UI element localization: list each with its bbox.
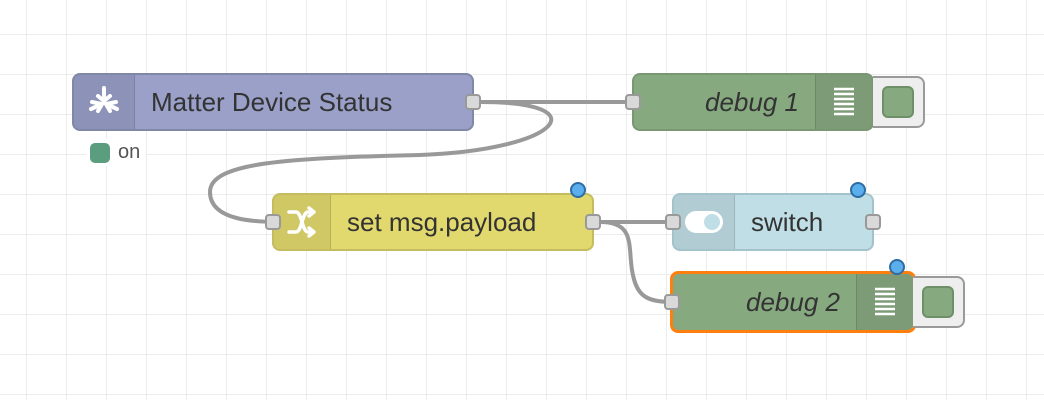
output-port[interactable] bbox=[865, 214, 881, 230]
input-port[interactable] bbox=[664, 294, 680, 310]
node-label: set msg.payload bbox=[347, 206, 537, 237]
node-label: debug 1 bbox=[705, 86, 799, 117]
shuffle-icon bbox=[274, 195, 331, 249]
status-dot-icon bbox=[90, 142, 110, 163]
changed-indicator-icon bbox=[850, 182, 866, 198]
node-switch[interactable]: switch bbox=[665, 182, 881, 251]
status-text: on bbox=[118, 141, 141, 163]
debug-1-toggle-button[interactable] bbox=[873, 76, 925, 128]
changed-indicator-icon bbox=[570, 182, 586, 198]
debug-active-icon bbox=[922, 286, 954, 318]
node-matter-device-status[interactable]: Matter Device Status bbox=[72, 73, 481, 131]
status-indicator: on bbox=[86, 139, 147, 166]
matter-icon bbox=[74, 75, 135, 129]
changed-indicator-icon bbox=[889, 259, 905, 275]
output-port[interactable] bbox=[585, 214, 601, 230]
node-label: Matter Device Status bbox=[151, 86, 393, 117]
debug-list-icon bbox=[815, 75, 872, 129]
debug-2-toggle-button[interactable] bbox=[913, 276, 965, 328]
input-port[interactable] bbox=[265, 214, 281, 230]
node-debug-1[interactable]: debug 1 bbox=[625, 73, 874, 131]
debug-list-icon bbox=[856, 274, 913, 330]
input-port[interactable] bbox=[665, 214, 681, 230]
wire-change-to-debug2[interactable] bbox=[599, 220, 673, 304]
node-set-msg-payload[interactable]: set msg.payload bbox=[265, 182, 601, 251]
wire-matter-to-change[interactable] bbox=[207, 100, 554, 224]
node-label: debug 2 bbox=[746, 286, 840, 317]
output-port[interactable] bbox=[465, 94, 481, 110]
debug-active-icon bbox=[882, 86, 914, 118]
node-debug-2[interactable]: debug 2 bbox=[664, 259, 916, 333]
input-port[interactable] bbox=[625, 94, 641, 110]
node-label: switch bbox=[751, 206, 824, 237]
toggle-icon bbox=[674, 195, 735, 249]
